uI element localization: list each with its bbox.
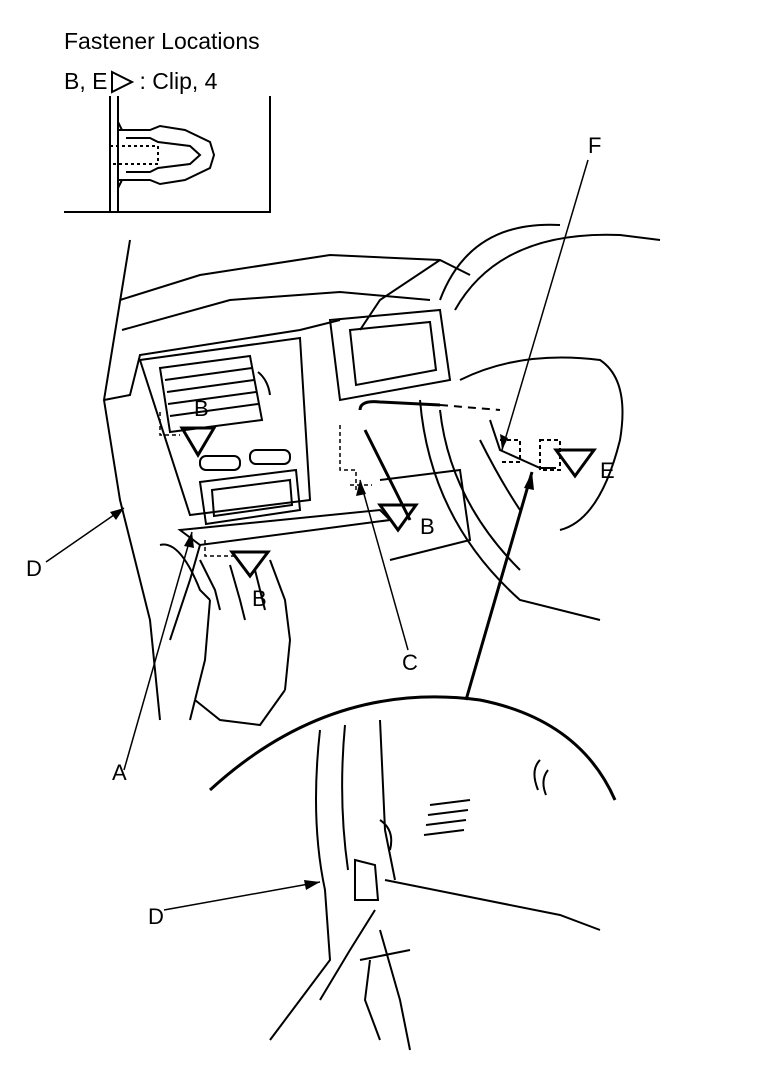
dashboard [102,239,472,721]
fastener-e-icon [553,448,597,479]
arrowheads [110,434,534,890]
callout-b-right: B [420,514,435,539]
callout-a: A [112,760,127,785]
leader-lines [45,159,589,911]
column-cover [358,400,561,521]
fastener-b-bottom-icon [229,550,271,579]
callout-c: C [402,650,418,675]
detail-view [208,695,617,1051]
callout-b-left: B [194,396,209,421]
page-title: Fastener Locations [64,28,260,54]
callout-b-bottom: B [252,586,267,611]
callout-f: F [588,133,601,158]
callout-d-lower: D [148,904,164,929]
fastener-b-right-icon [377,503,419,533]
clip-detail-inset [64,96,271,213]
triangle-outline-icon [111,69,135,94]
callout-e: E [600,458,615,483]
hand [159,543,292,727]
steering-wheel [359,223,661,621]
legend-text: : Clip, 4 [139,68,218,94]
detail-connector-line [464,471,534,701]
fastener-markers [179,426,597,579]
dashed-fastener-areas [159,412,372,557]
fastener-b-left-icon [179,426,217,458]
legend-keys: B, E [64,68,108,94]
fastener-legend: B, E : Clip, 4 [64,68,217,95]
callout-d-upper: D [26,556,42,581]
